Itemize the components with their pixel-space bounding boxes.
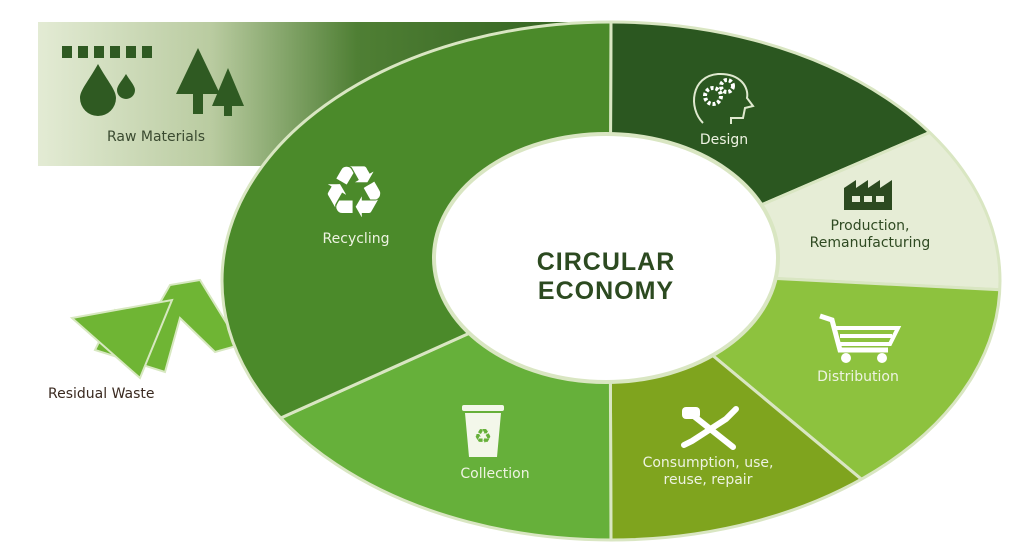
title-line-1: CIRCULAR — [536, 248, 676, 276]
cart-icon — [819, 313, 902, 363]
segment-label-production: Production, Remanufacturing — [810, 218, 931, 252]
title-line-2: ECONOMY — [537, 277, 675, 305]
recycle-bin-icon: ♻ — [462, 405, 504, 457]
svg-text:♻: ♻ — [474, 424, 492, 448]
segment-label-distribution: Distribution — [817, 369, 899, 385]
production-line-1: Production, — [830, 218, 910, 234]
trees-icon — [176, 48, 244, 116]
segment-label-recycling: Recycling — [322, 231, 390, 247]
residual-waste-label: Residual Waste — [48, 386, 155, 402]
factory-icon — [844, 180, 892, 210]
svg-text:♻: ♻ — [322, 155, 387, 223]
production-line-2: Remanufacturing — [809, 235, 931, 251]
raw-materials-icons — [62, 46, 244, 116]
raw-materials-label: Raw Materials — [106, 129, 206, 145]
consumption-line-2: reuse, repair — [663, 472, 753, 488]
residual-waste-arrow — [69, 278, 242, 380]
segment-label-design: Design — [699, 132, 749, 148]
head-gears-icon — [693, 72, 755, 124]
water-drop-icon — [80, 64, 135, 116]
segment-label-consumption: Consumption, use, reuse, repair — [643, 455, 774, 489]
recycle-icon: ♻ — [322, 155, 387, 223]
wheat-icon — [62, 46, 152, 58]
consumption-line-1: Consumption, use, — [642, 455, 774, 471]
segment-label-collection: Collection — [460, 466, 530, 482]
center-title: CIRCULAR ECONOMY — [537, 248, 676, 306]
tools-icon — [681, 406, 739, 450]
